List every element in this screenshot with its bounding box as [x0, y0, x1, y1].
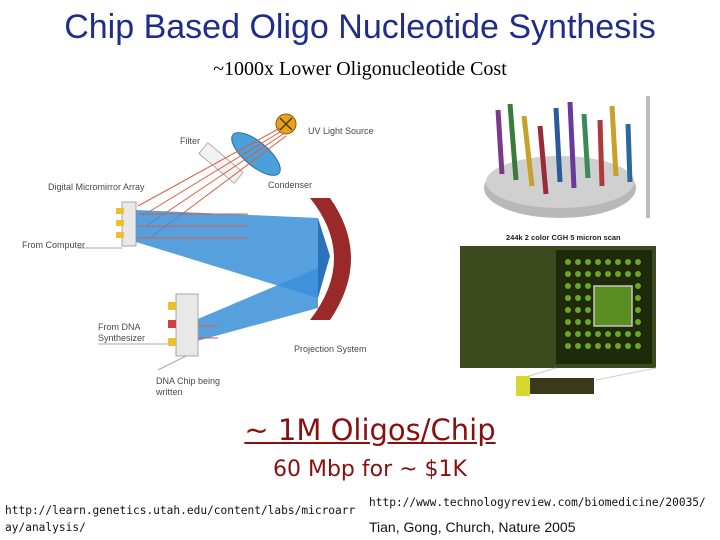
reference-link-right[interactable]: http://www.technologyreview.com/biomedic…	[369, 496, 706, 509]
reference-link-left[interactable]: http://learn.genetics.utah.edu/content/l…	[5, 504, 356, 534]
slide-subtitle: ~1000x Lower Oligonucleotide Cost	[213, 58, 507, 80]
label-from-dna: From DNA	[98, 322, 141, 332]
label-written: written	[155, 387, 183, 397]
slide-title: Chip Based Oligo Nucleotide Synthesis	[64, 8, 656, 46]
label-synthesizer: Synthesizer	[98, 333, 145, 343]
label-projection: Projection System	[294, 344, 367, 354]
cost-line: 60 Mbp for ~ $1K	[273, 457, 467, 482]
citation-text: Tian, Gong, Church, Nature 2005	[369, 519, 576, 535]
microarray-scan-image: 244k 2 color CGH 5 micron scan	[456, 228, 658, 404]
synthesis-diagram: Filter UV Light Source Digital Micromirr…	[18, 98, 390, 400]
oligo-strands-illustration	[480, 96, 654, 220]
label-filter: Filter	[180, 136, 200, 146]
label-condenser: Condenser	[268, 180, 312, 190]
label-micromirror: Digital Micromirror Array	[48, 182, 145, 192]
oligos-per-chip-tagline: ~ 1M Oligos/Chip	[244, 413, 496, 447]
scan-label: 244k 2 color CGH 5 micron scan	[506, 233, 621, 242]
label-dna-chip: DNA Chip being	[156, 376, 220, 386]
label-uv-source: UV Light Source	[308, 126, 374, 136]
label-from-computer: From Computer	[22, 240, 85, 250]
